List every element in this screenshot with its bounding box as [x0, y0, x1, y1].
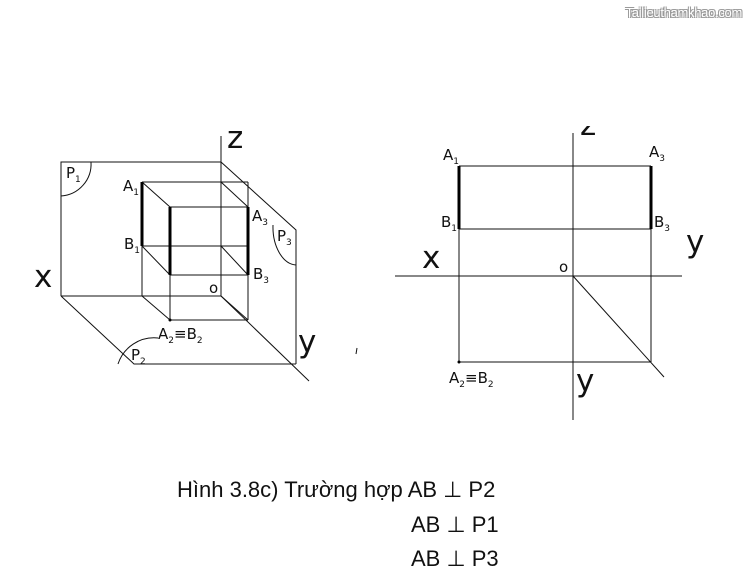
z-axis-label: z	[580, 107, 596, 143]
y-axis	[220, 295, 310, 382]
plane-p1-arc	[60, 161, 92, 197]
x-axis-label: x	[34, 259, 52, 295]
y-axis-label: y	[298, 324, 316, 360]
plane-p2-label: P2	[131, 346, 146, 367]
point-a1-label: A1	[443, 146, 459, 167]
point-a3-label: A3	[649, 143, 665, 164]
point-b1-label: B1	[124, 235, 140, 256]
point-b3-label: B3	[253, 265, 269, 286]
plane-p3-arc	[272, 224, 297, 266]
point-a2b2-label: A2≡B2	[158, 325, 203, 346]
caption-line-3: AB ⊥ P3	[411, 546, 499, 571]
y-axis-down-label: y	[576, 363, 594, 399]
axonometric-diagram: z x y o P1 P2 P3 A1 B1 A3 B3 A2≡B2	[34, 120, 316, 382]
point-a2b2-label: A2≡B2	[449, 369, 494, 390]
point-a2b2	[457, 360, 461, 364]
plane-p2-frame	[60, 295, 296, 365]
origin-label: o	[559, 258, 568, 276]
x-axis-label: x	[422, 240, 440, 276]
point-a1-label: A1	[123, 177, 139, 198]
orthographic-diagram: z x y y o A1 B1 A3 B3 A2≡B2	[395, 107, 704, 420]
watermark: Tailieuthamkhao.com	[625, 5, 743, 20]
point-b1-label: B1	[441, 213, 457, 234]
point-b3-label: B3	[654, 213, 670, 234]
caption-line-1: Hình 3.8c) Trường hợp AB ⊥ P2	[177, 477, 496, 502]
stray-mark	[355, 347, 358, 355]
plane-p1-frame	[60, 161, 221, 296]
point-a2b2	[168, 318, 172, 322]
origin-label: o	[209, 279, 218, 297]
diagonal-line	[572, 275, 665, 378]
y-axis-right-label: y	[686, 224, 704, 260]
caption-line-2: AB ⊥ P1	[411, 512, 499, 537]
z-axis-label: z	[227, 120, 243, 156]
point-a3-label: A3	[252, 207, 268, 228]
plane-p3-frame	[220, 161, 297, 364]
plane-p2-arc	[117, 337, 159, 365]
plane-p1-label: P1	[66, 164, 81, 185]
plane-p3-label: P3	[277, 227, 292, 248]
